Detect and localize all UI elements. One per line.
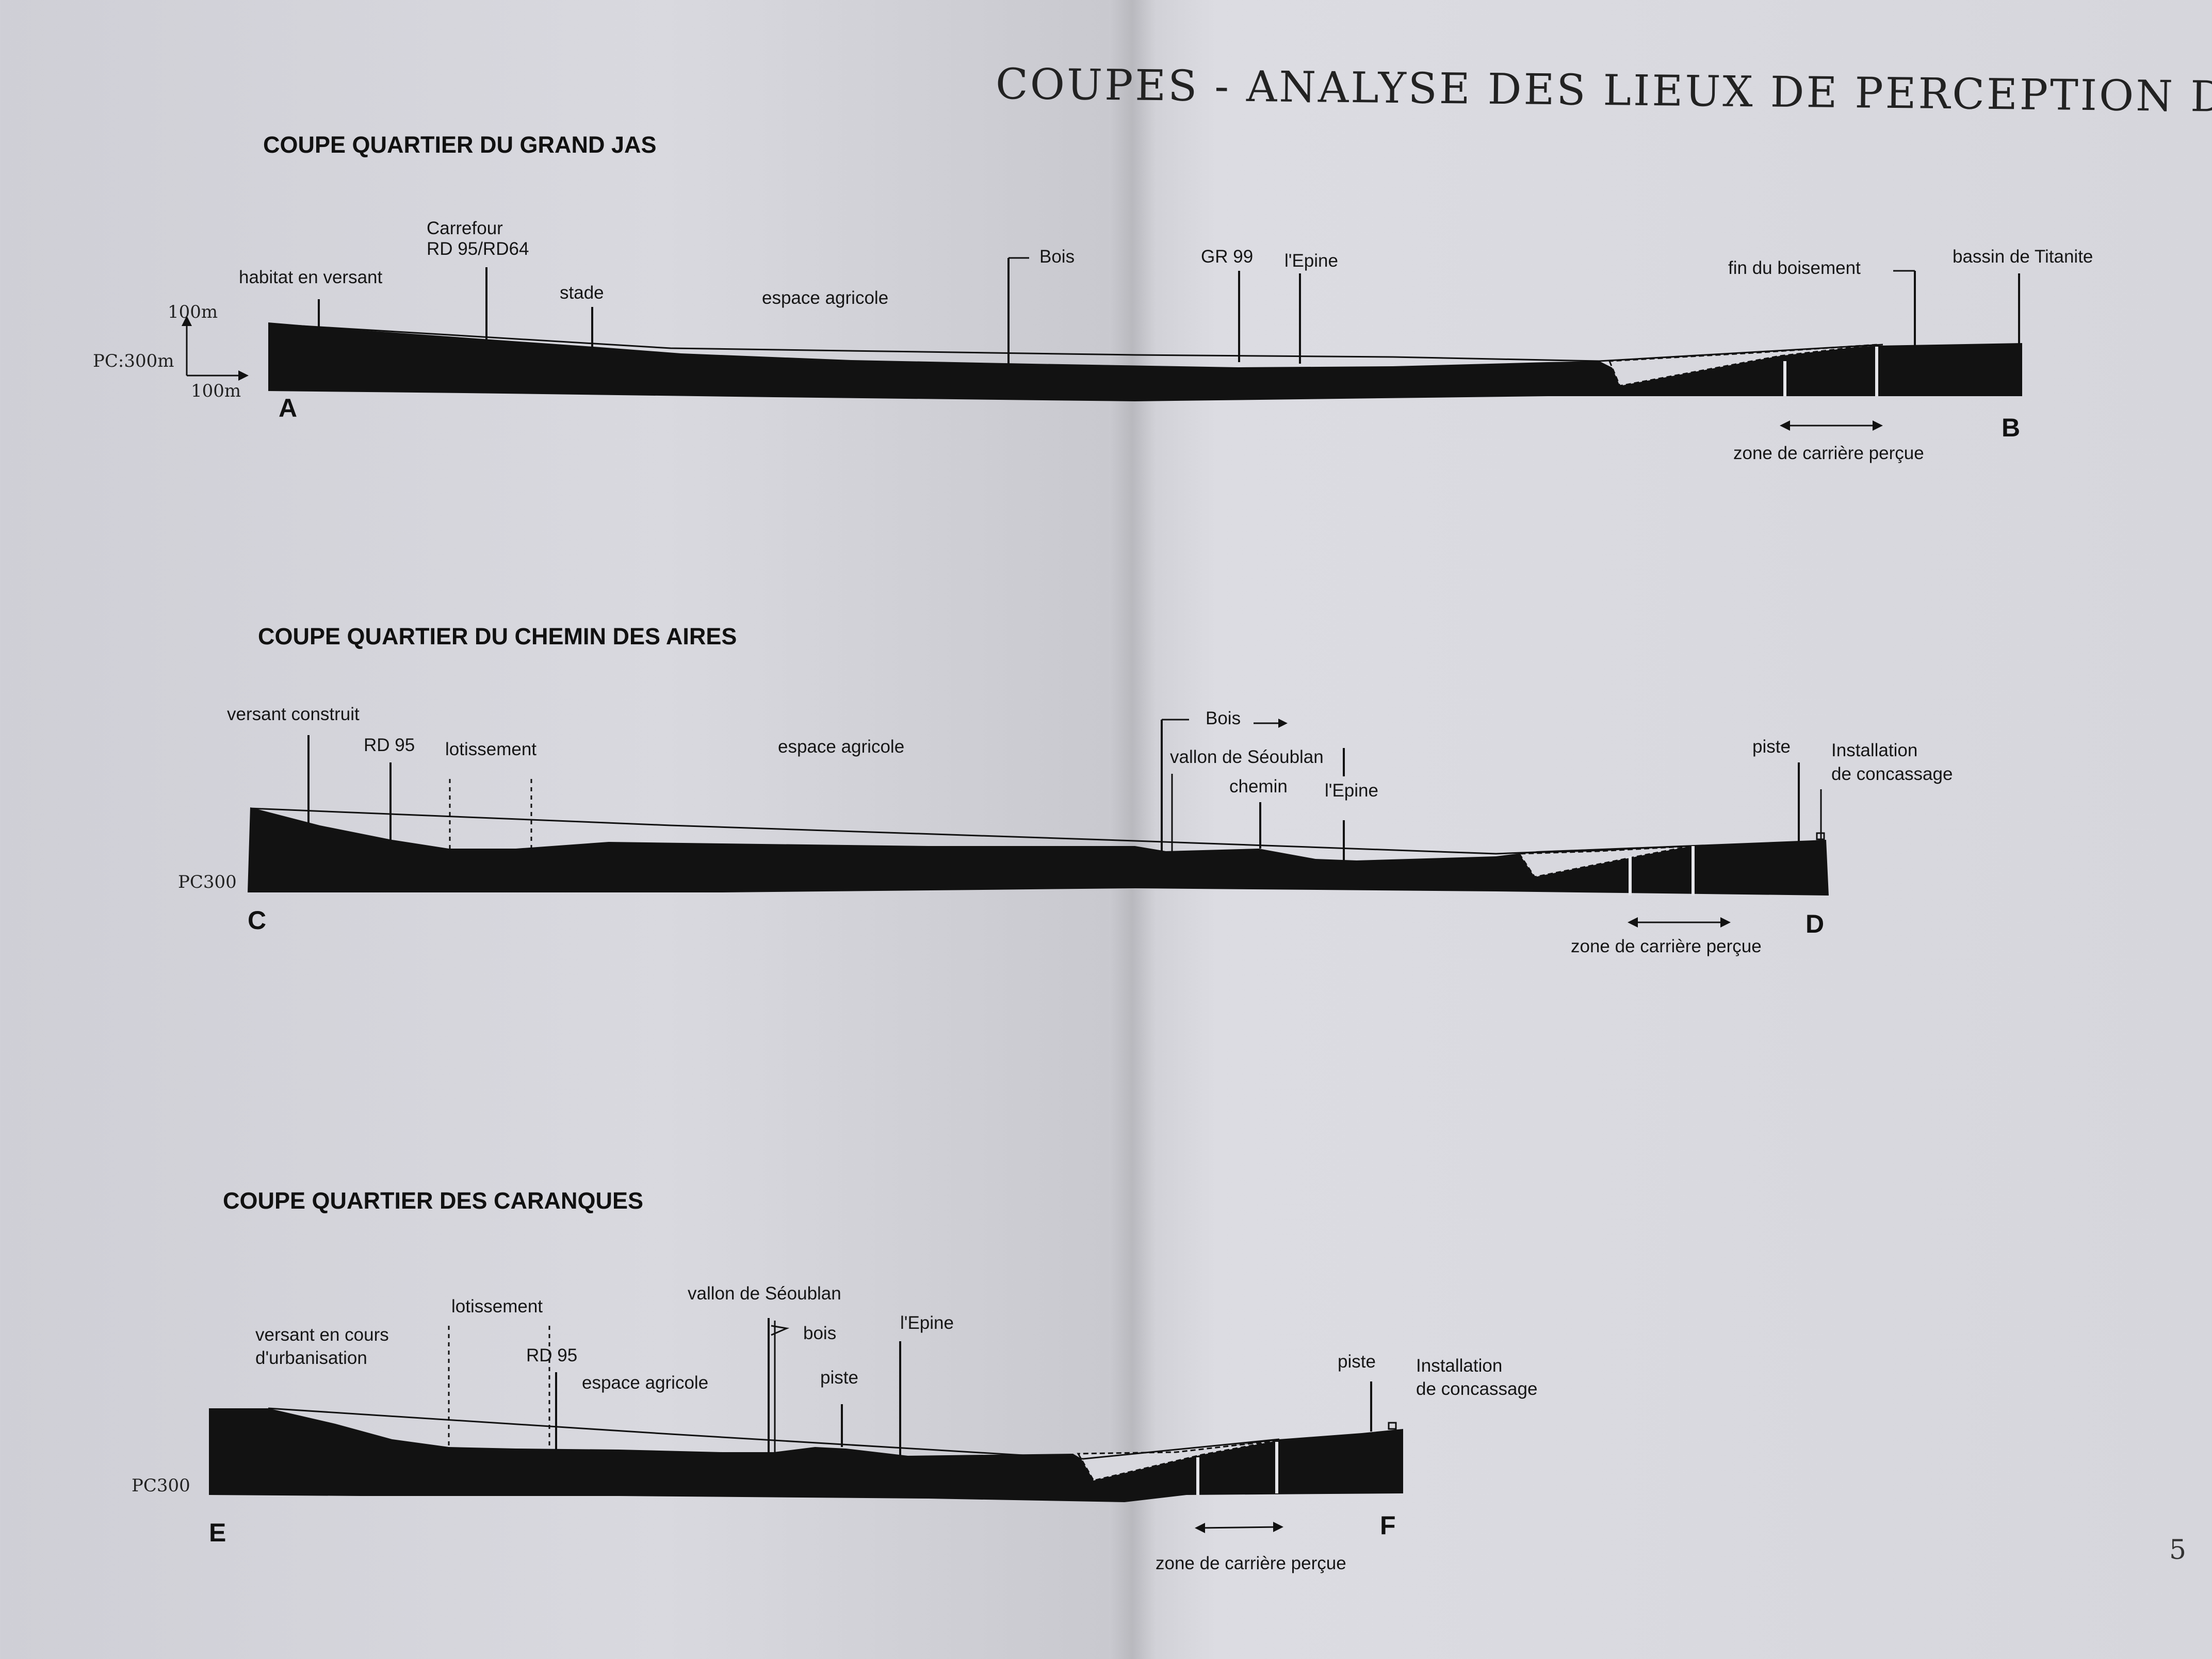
label-bassin-titanite: bassin de Titanite (1953, 247, 2093, 267)
label-vallon-seoublan-ef: vallon de Séoublan (688, 1283, 841, 1304)
installation-marker-ef (1388, 1422, 1397, 1430)
label-habitat-en-versant: habitat en versant (239, 267, 383, 287)
scale-vertical-arrowhead (182, 316, 192, 326)
terrain-profile-ef (209, 1408, 1403, 1502)
section1-start-letter: A (279, 394, 298, 422)
label-rd95-cd: RD 95 (364, 735, 415, 755)
section1-title: COUPE QUARTIER DU GRAND JAS (263, 132, 657, 158)
label-piste-cd: piste (1752, 737, 1791, 757)
zone-arrowhead-left-ef (1195, 1523, 1205, 1533)
label-installation-cd-line1: Installation (1831, 740, 1918, 760)
label-lotissement-cd: lotissement (445, 739, 537, 759)
label-stade: stade (560, 283, 604, 303)
zone-arrowhead-left-ab (1780, 420, 1790, 431)
scale-vertical-label: 100m (168, 302, 218, 322)
label-versant-urbanisation-line2: d'urbanisation (255, 1348, 367, 1368)
terrain-profile-ab (268, 322, 2022, 401)
section3-end-letter: F (1380, 1511, 1396, 1540)
paper-fold (1109, 0, 1156, 1659)
bois-arrow-ef (771, 1325, 790, 1336)
page-number: 5 (2169, 1535, 2187, 1566)
label-carrefour-line1: Carrefour (427, 218, 503, 238)
label-espace-agricole-ab: espace agricole (762, 288, 889, 308)
reference-level-ef: PC300 (132, 1475, 190, 1496)
quarry-cut-ab (1608, 344, 1878, 387)
section2-title: COUPE QUARTIER DU CHEMIN DES AIRES (258, 623, 737, 649)
label-rd95-ef: RD 95 (526, 1345, 578, 1365)
zone-arrowhead-right-cd (1720, 917, 1731, 928)
zone-arrowhead-right-ab (1873, 420, 1883, 431)
section2-end-letter: D (1806, 909, 1825, 938)
scale-horizontal-arrowhead (238, 370, 249, 381)
label-zone-carriere-ef: zone de carrière perçue (1156, 1553, 1346, 1573)
bois-arrowhead-cd (1278, 719, 1288, 728)
section1-end-letter: B (2002, 413, 2021, 442)
label-piste-ef: piste (1338, 1352, 1376, 1372)
zone-arrowhead-left-cd (1628, 917, 1638, 928)
label-bois-cd: Bois (1206, 708, 1241, 728)
terrain-profile-cd (248, 807, 1829, 896)
label-versant-construit: versant construit (227, 704, 360, 724)
label-gr99: GR 99 (1201, 247, 1254, 267)
label-vallon-seoublan-cd: vallon de Séoublan (1170, 747, 1324, 767)
label-installation-ef-line2: de concassage (1416, 1379, 1538, 1399)
reference-level-ab: PC:300m (93, 351, 174, 371)
label-zone-carriere-cd: zone de carrière perçue (1571, 936, 1762, 956)
label-zone-carriere-ab: zone de carrière perçue (1733, 443, 1924, 463)
zone-arrowhead-right-ef (1273, 1522, 1283, 1532)
label-bois-ab: Bois (1039, 247, 1075, 267)
label-bois-ef: bois (803, 1323, 837, 1343)
sightline-cd (250, 807, 1693, 855)
label-installation-cd-line2: de concassage (1831, 764, 1953, 784)
label-epine-cd: l'Epine (1325, 780, 1378, 801)
reference-level-cd: PC300 (178, 872, 237, 892)
label-epine-ef: l'Epine (900, 1313, 954, 1333)
label-chemin-cd: chemin (1229, 776, 1288, 796)
section3-start-letter: E (209, 1518, 226, 1547)
label-lotissement-ef: lotissement (451, 1296, 543, 1316)
label-fin-boisement: fin du boisement (1728, 258, 1861, 278)
label-epine-ab: l'Epine (1284, 251, 1338, 271)
label-espace-agricole-cd: espace agricole (778, 737, 905, 757)
zone-arrow-ef (1197, 1526, 1281, 1529)
scale-horizontal-label: 100m (191, 381, 241, 401)
label-espace-agricole-ef: espace agricole (582, 1373, 709, 1393)
sightline-ab (268, 323, 1883, 362)
sightline-ef (268, 1407, 1280, 1460)
quarry-cut-cd (1518, 845, 1693, 878)
label-versant-urbanisation-line1: versant en cours (255, 1325, 389, 1345)
label-carrefour-line2: RD 95/RD64 (427, 239, 529, 259)
section2-start-letter: C (248, 906, 267, 935)
quarry-cut-ef (1077, 1439, 1280, 1482)
label-piste-mid-ef: piste (820, 1368, 858, 1388)
section3-title: COUPE QUARTIER DES CARANQUES (223, 1188, 644, 1214)
label-installation-ef-line1: Installation (1416, 1356, 1503, 1376)
installation-marker-cd (1816, 832, 1825, 840)
